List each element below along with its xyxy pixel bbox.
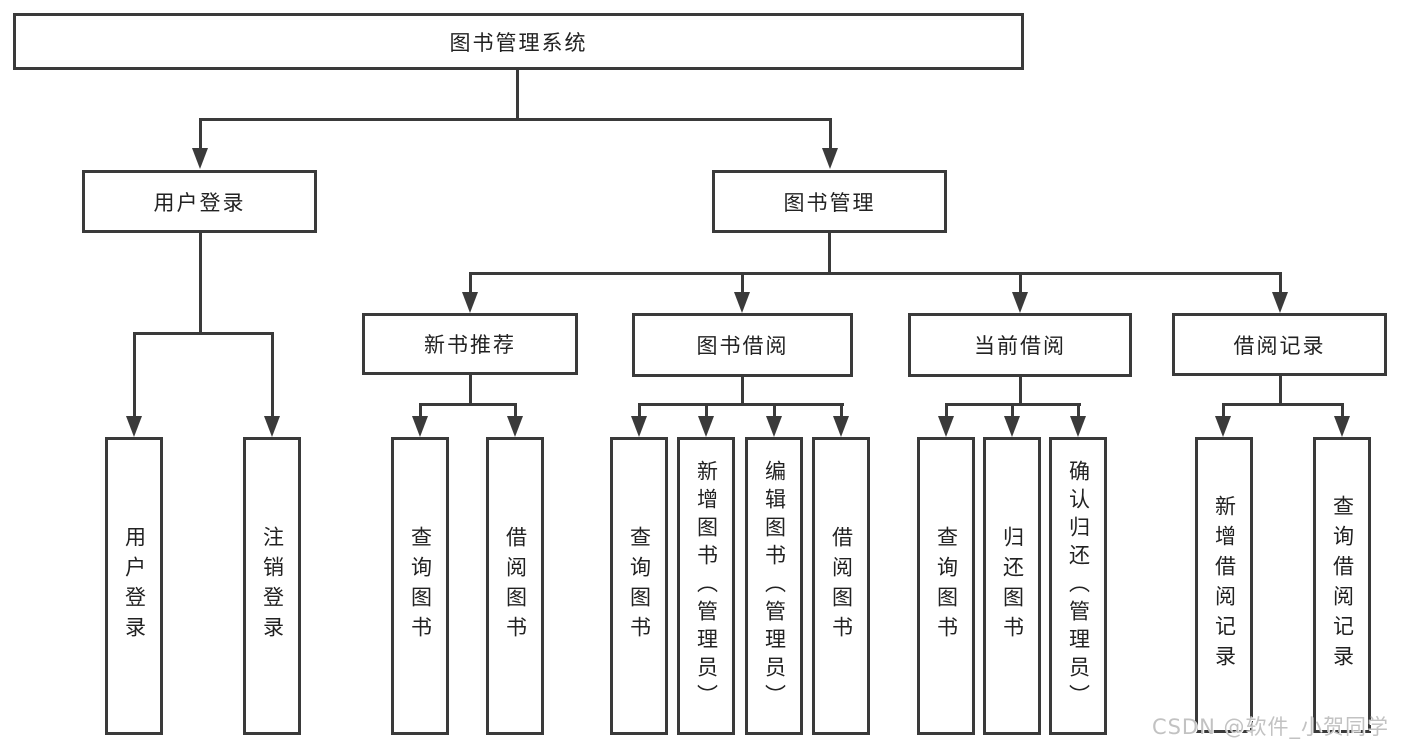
edge-cb-leaf1-stem [945, 406, 948, 416]
leaf-edit-book-admin: 编辑图书（管理员） [745, 437, 803, 735]
leaf-confirm-return-admin-label: 确认归还（管理员） [1066, 460, 1091, 712]
edge-newbook-horizontal [419, 403, 517, 406]
leaf-query-borrow-record-label: 查询借阅记录 [1330, 495, 1355, 675]
leaf-borrow-book-label: 借阅图书 [829, 526, 854, 646]
leaf-newbook-borrow-book: 借阅图书 [486, 437, 544, 735]
edge-bb-leaf4-stem [840, 406, 843, 416]
node-book-borrow-label: 图书借阅 [696, 334, 789, 358]
arrowhead-borrow-record [1272, 292, 1288, 313]
edge-userlogin-leaf2-stem [271, 335, 274, 416]
arrowhead-book-borrow [734, 292, 750, 313]
edge-currentborrow-horizontal [945, 403, 1081, 406]
edge-borrowrecord-vertical [1279, 376, 1282, 406]
leaf-user-login-label: 用户登录 [122, 526, 147, 646]
leaf-return-book: 归还图书 [983, 437, 1041, 735]
arrowhead-current-borrow [1012, 292, 1028, 313]
edge-br-leaf1-stem [1222, 406, 1225, 416]
edge-cb-leaf2-stem [1011, 406, 1014, 416]
node-root-label: 图书管理系统 [449, 30, 588, 55]
arrowhead-cb-confirm [1070, 416, 1086, 437]
leaf-borrow-query-book: 查询图书 [610, 437, 668, 735]
leaf-logout-label: 注销登录 [260, 526, 285, 646]
arrowhead-bb-add [698, 416, 714, 437]
arrowhead-book-mgmt [822, 148, 838, 169]
node-root: 图书管理系统 [13, 13, 1024, 70]
leaf-borrow-book: 借阅图书 [812, 437, 870, 735]
leaf-add-borrow-record: 新增借阅记录 [1195, 437, 1253, 733]
arrowhead-leaf-user-login [126, 416, 142, 437]
arrowhead-bb-edit [766, 416, 782, 437]
edge-newbook-vertical [469, 375, 472, 406]
arrowhead-user-login [192, 148, 208, 169]
edge-bookmgmt-horizontal [469, 272, 1282, 275]
edge-bookmgmt-vertical [828, 233, 831, 275]
node-current-borrow-label: 当前借阅 [974, 334, 1066, 358]
node-borrow-record: 借阅记录 [1172, 313, 1387, 376]
leaf-confirm-return-admin: 确认归还（管理员） [1049, 437, 1107, 735]
node-user-login: 用户登录 [82, 170, 317, 233]
edge-bookborrow-vertical [741, 377, 744, 406]
edge-root-horizontal [199, 118, 832, 121]
edge-bb-leaf3-stem [773, 406, 776, 416]
arrowhead-leaf-logout [264, 416, 280, 437]
edge-newbook-stem [469, 275, 472, 292]
edge-bb-leaf1-stem [638, 406, 641, 416]
node-new-book-label: 新书推荐 [424, 333, 516, 357]
edge-userlogin-horizontal [133, 332, 274, 335]
leaf-current-query-book: 查询图书 [917, 437, 975, 735]
edge-root-vertical [516, 70, 519, 121]
leaf-current-query-book-label: 查询图书 [934, 526, 959, 646]
arrowhead-cb-query [938, 416, 954, 437]
node-book-mgmt: 图书管理 [712, 170, 947, 233]
edge-br-leaf2-stem [1341, 406, 1344, 416]
csdn-watermark: CSDN @软件_小贺同学 [1151, 715, 1389, 739]
node-current-borrow: 当前借阅 [908, 313, 1132, 377]
edge-newbook-leaf1-stem [419, 406, 422, 416]
node-book-mgmt-label: 图书管理 [783, 190, 876, 215]
edge-root-userlogin-stem [199, 121, 202, 148]
leaf-edit-book-admin-label: 编辑图书（管理员） [762, 460, 787, 712]
edge-userlogin-leaf1-stem [133, 335, 136, 416]
leaf-logout: 注销登录 [243, 437, 301, 735]
edge-cb-leaf3-stem [1077, 406, 1080, 416]
leaf-return-book-label: 归还图书 [1000, 526, 1025, 646]
node-user-login-label: 用户登录 [153, 190, 246, 215]
edge-root-bookmgmt-stem [829, 121, 832, 148]
edge-currentborrow-vertical [1019, 377, 1022, 406]
arrowhead-bb-query [631, 416, 647, 437]
arrowhead-cb-return [1004, 416, 1020, 437]
edge-userlogin-vertical [199, 233, 202, 335]
arrowhead-nb-query [412, 416, 428, 437]
leaf-newbook-query-book: 查询图书 [391, 437, 449, 735]
arrowhead-nb-borrow [507, 416, 523, 437]
node-new-book: 新书推荐 [362, 313, 578, 375]
leaf-borrow-query-book-label: 查询图书 [627, 526, 652, 646]
edge-bookborrow-horizontal [638, 403, 844, 406]
leaf-query-borrow-record: 查询借阅记录 [1313, 437, 1371, 733]
node-borrow-record-label: 借阅记录 [1233, 333, 1326, 358]
leaf-newbook-borrow-book-label: 借阅图书 [503, 526, 528, 646]
leaf-add-borrow-record-label: 新增借阅记录 [1212, 495, 1237, 675]
leaf-user-login: 用户登录 [105, 437, 163, 735]
edge-borrowrecord-stem [1279, 275, 1282, 292]
arrowhead-new-book [462, 292, 478, 313]
edge-currentborrow-stem [1019, 275, 1022, 292]
edge-borrowrecord-horizontal [1222, 403, 1344, 406]
arrowhead-br-query [1334, 416, 1350, 437]
arrowhead-br-add [1215, 416, 1231, 437]
edge-bookborrow-stem [741, 275, 744, 292]
arrowhead-bb-borrow [833, 416, 849, 437]
node-book-borrow: 图书借阅 [632, 313, 853, 377]
leaf-add-book-admin: 新增图书（管理员） [677, 437, 735, 735]
leaf-add-book-admin-label: 新增图书（管理员） [694, 460, 719, 712]
leaf-newbook-query-book-label: 查询图书 [408, 526, 433, 646]
edge-newbook-leaf2-stem [514, 406, 517, 416]
edge-bb-leaf2-stem [705, 406, 708, 416]
